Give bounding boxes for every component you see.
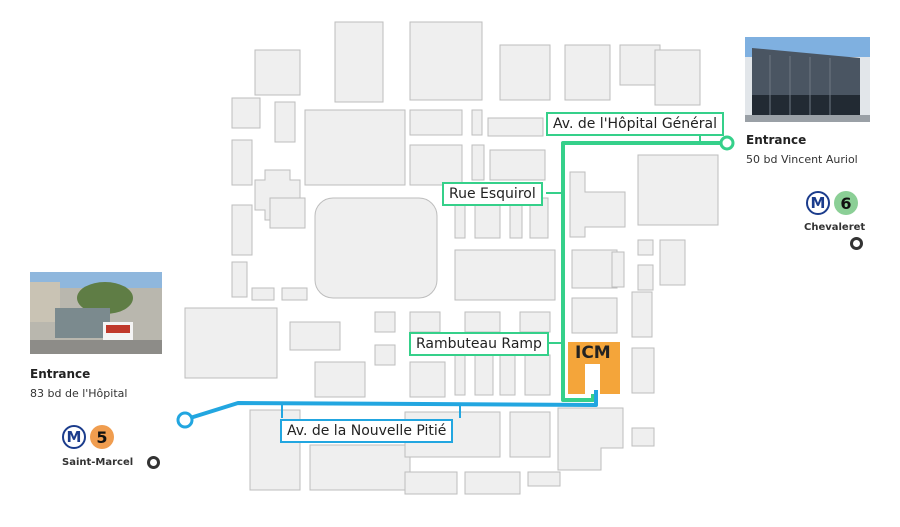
- east-entrance-address: 50 bd Vincent Auriol: [746, 153, 858, 166]
- east-station-marker-icon: [850, 237, 863, 250]
- west-station-name: Saint-Marcel: [62, 457, 134, 468]
- west-entrance-title: Entrance: [30, 367, 91, 381]
- icm-building[interactable]: [568, 342, 620, 394]
- street-label-rambuteau: Rambuteau Ramp: [409, 332, 549, 356]
- metro-logo-icon: M: [62, 425, 86, 449]
- west-station-marker-icon: [147, 456, 160, 469]
- green-route: [545, 130, 735, 402]
- east-metro-badge: M 6: [806, 191, 858, 215]
- west-entrance-address: 83 bd de l'Hôpital: [30, 387, 128, 400]
- east-entrance-title: Entrance: [746, 133, 807, 147]
- east-entrance-marker[interactable]: [719, 135, 735, 151]
- east-entrance-photo: [745, 37, 870, 122]
- street-label-esquirol: Rue Esquirol: [442, 182, 543, 206]
- metro-line-6-icon: 6: [834, 191, 858, 215]
- street-label-hopital-general: Av. de l'Hôpital Général: [546, 112, 724, 136]
- street-label-nouvelle-pitie: Av. de la Nouvelle Pitié: [280, 419, 454, 443]
- building-blocks: [184, 21, 719, 495]
- west-entrance-photo: [30, 272, 162, 354]
- metro-logo-icon: M: [806, 191, 830, 215]
- metro-line-5-icon: 5: [90, 425, 114, 449]
- blue-route: [176, 390, 598, 429]
- west-entrance-marker[interactable]: [176, 411, 194, 429]
- east-station-name: Chevaleret: [804, 222, 866, 233]
- west-metro-badge: M 5: [62, 425, 114, 449]
- icm-label: ICM: [575, 343, 611, 363]
